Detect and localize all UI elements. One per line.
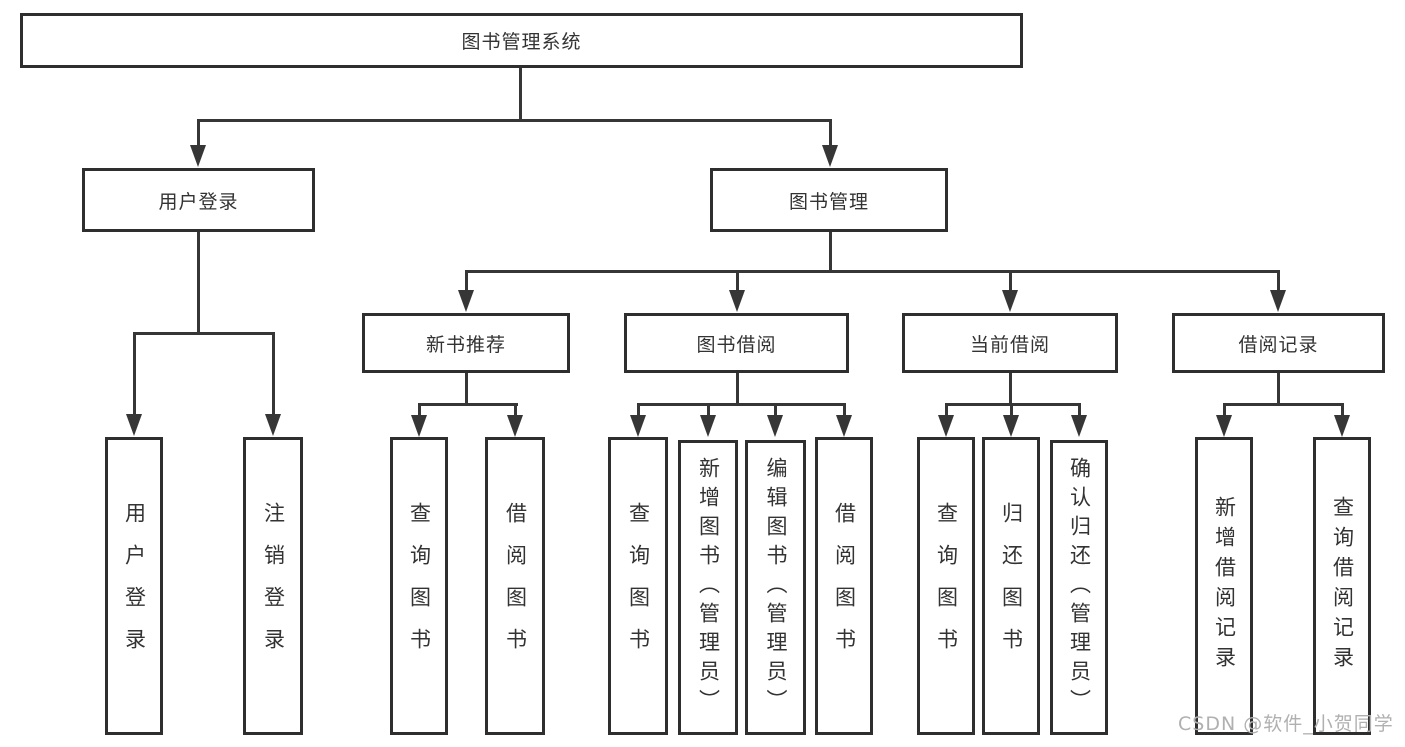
- leaf-borrow-books-1: 借阅图书: [485, 437, 545, 735]
- connector-line: [465, 270, 468, 291]
- connector-line: [133, 332, 275, 335]
- leaf-logout: 注销登录: [243, 437, 303, 735]
- connector-line: [197, 119, 200, 146]
- node-new-book-recommend: 新书推荐: [362, 313, 570, 373]
- arrowhead-down-icon: [1270, 290, 1286, 312]
- node-current-borrowing: 当前借阅: [902, 313, 1118, 373]
- connector-line: [1010, 403, 1013, 415]
- connector-line: [1341, 403, 1344, 415]
- leaf-borrow-books-2: 借阅图书: [815, 437, 873, 735]
- connector-line: [774, 403, 777, 415]
- csdn-watermark: CSDN @软件_小贺同学: [1178, 713, 1394, 735]
- arrowhead-down-icon: [1334, 415, 1350, 437]
- arrowhead-down-icon: [507, 415, 523, 437]
- connector-line: [418, 403, 518, 406]
- connector-line: [1078, 403, 1081, 415]
- leaf-confirm-return-admin: 确认归还（管理员）: [1050, 440, 1108, 735]
- arrowhead-down-icon: [458, 290, 474, 312]
- arrowhead-down-icon: [1071, 415, 1087, 437]
- connector-line: [945, 403, 948, 415]
- connector-line: [1277, 373, 1280, 406]
- leaf-query-books-3: 查询图书: [917, 437, 975, 735]
- arrowhead-down-icon: [700, 415, 716, 437]
- node-book-management: 图书管理: [710, 168, 948, 232]
- arrowhead-down-icon: [767, 415, 783, 437]
- arrowhead-down-icon: [938, 415, 954, 437]
- arrowhead-down-icon: [265, 414, 281, 436]
- arrowhead-down-icon: [822, 145, 838, 167]
- connector-line: [637, 403, 846, 406]
- leaf-query-borrow-record: 查询借阅记录: [1313, 437, 1371, 735]
- connector-line: [1277, 270, 1280, 291]
- connector-line: [418, 403, 421, 415]
- arrowhead-down-icon: [836, 415, 852, 437]
- connector-line: [843, 403, 846, 415]
- node-library-system: 图书管理系统: [20, 13, 1023, 68]
- leaf-edit-book-admin: 编辑图书（管理员）: [745, 440, 806, 735]
- node-user-login: 用户登录: [82, 168, 315, 232]
- connector-line: [272, 332, 275, 414]
- node-borrow-records: 借阅记录: [1172, 313, 1385, 373]
- arrowhead-down-icon: [126, 414, 142, 436]
- arrowhead-down-icon: [630, 415, 646, 437]
- leaf-query-books-1: 查询图书: [390, 437, 448, 735]
- connector-line: [514, 403, 517, 415]
- arrowhead-down-icon: [190, 145, 206, 167]
- connector-line: [197, 119, 832, 122]
- leaf-add-borrow-record: 新增借阅记录: [1195, 437, 1253, 735]
- leaf-user-login: 用户登录: [105, 437, 163, 735]
- leaf-add-book-admin: 新增图书（管理员）: [678, 440, 738, 735]
- connector-line: [1223, 403, 1344, 406]
- arrowhead-down-icon: [729, 290, 745, 312]
- arrowhead-down-icon: [1216, 415, 1232, 437]
- connector-line: [707, 403, 710, 415]
- connector-line: [637, 403, 640, 415]
- connector-line: [945, 403, 1081, 406]
- connector-line: [465, 270, 1280, 273]
- connector-line: [465, 373, 468, 406]
- arrowhead-down-icon: [1002, 290, 1018, 312]
- leaf-query-books-2: 查询图书: [608, 437, 668, 735]
- connector-line: [1223, 403, 1226, 415]
- connector-line: [736, 373, 739, 406]
- connector-line: [829, 232, 832, 273]
- connector-line: [1009, 270, 1012, 291]
- connector-line: [1009, 373, 1012, 406]
- connector-line: [197, 232, 200, 335]
- connector-line: [829, 119, 832, 146]
- node-book-borrowing: 图书借阅: [624, 313, 849, 373]
- arrowhead-down-icon: [1003, 415, 1019, 437]
- arrowhead-down-icon: [411, 415, 427, 437]
- connector-line: [519, 68, 522, 121]
- connector-line: [736, 270, 739, 291]
- connector-line: [133, 332, 136, 414]
- leaf-return-book: 归还图书: [982, 437, 1040, 735]
